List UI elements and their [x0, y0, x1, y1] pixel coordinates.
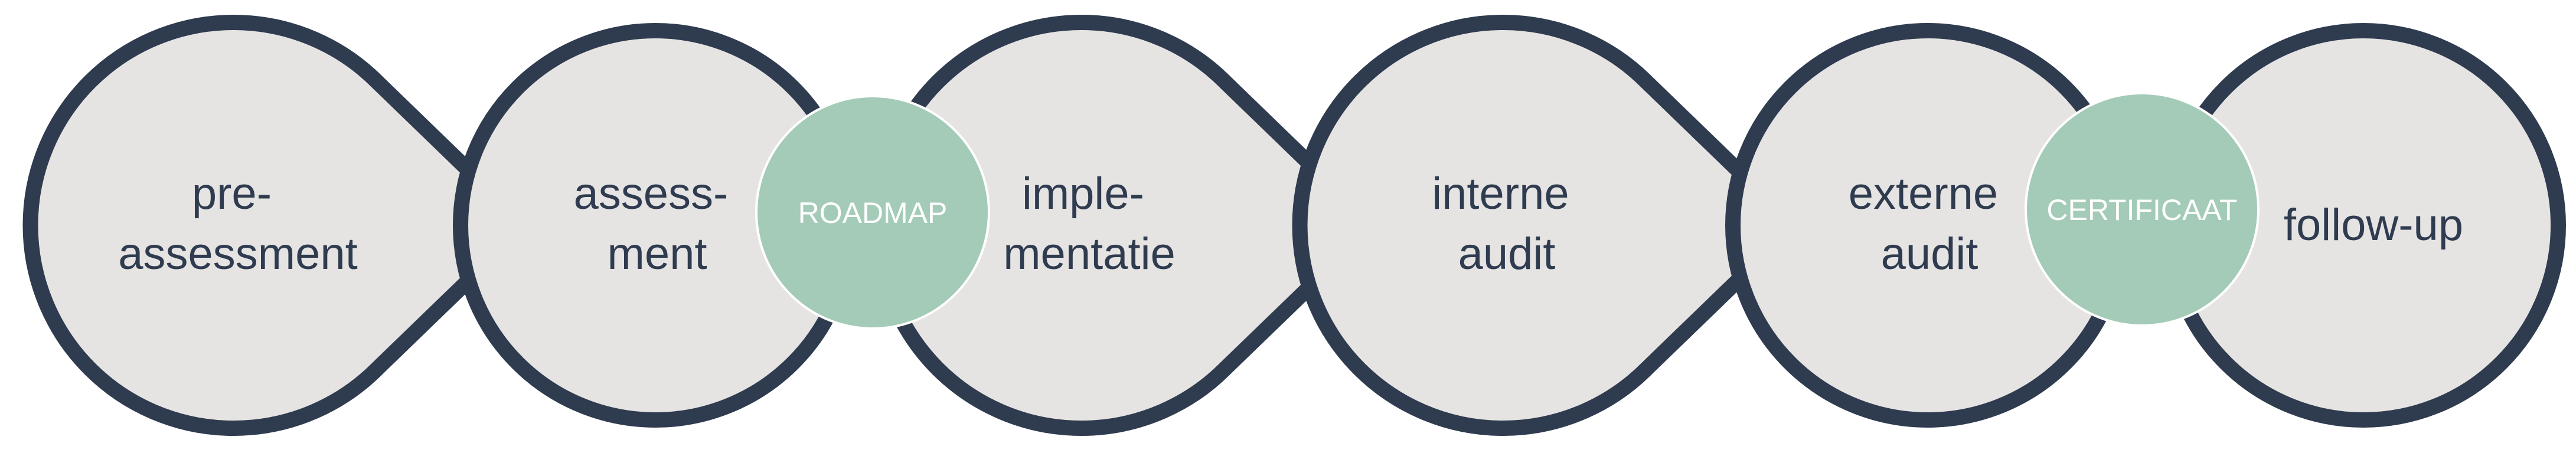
stage-label-externe-audit-line-2: audit	[1881, 229, 1978, 279]
milestone-roadmap: ROADMAP	[755, 95, 990, 330]
stage-shape-interne-audit	[1292, 15, 1806, 436]
svg-text:assess- ment: assess- ment	[574, 169, 741, 279]
stage-label-follow-up: follow-up	[2284, 200, 2463, 250]
stage-follow-up: follow-up	[2161, 23, 2566, 428]
stage-pre-assessment: pre- assessment	[22, 15, 537, 436]
milestone-label-roadmap: ROADMAP	[798, 196, 948, 229]
stage-interne-audit: interne audit	[1292, 15, 1806, 436]
stage-implementatie: imple- mentatie	[870, 15, 1385, 436]
stage-externe-audit: externe audit	[1725, 23, 2130, 428]
milestone-certificaat: CERTIFICAAT	[2025, 92, 2260, 327]
stage-label-interne-audit-line-1: interne	[1432, 169, 1569, 219]
stage-label-externe-audit-line-1: externe	[1849, 169, 1999, 219]
stage-label-assessment-line-2: ment	[608, 229, 707, 279]
stage-label-assessment-line-1: assess-	[574, 169, 729, 219]
milestone-shape-roadmap	[755, 95, 990, 330]
svg-text:follow-up: follow-up	[2284, 200, 2463, 250]
stage-label-implementatie-line-1: imple-	[1022, 169, 1144, 219]
stage-shape-pre-assessment	[22, 15, 537, 436]
milestone-shape-certificaat	[2025, 92, 2260, 327]
stage-label-pre-assessment-line-2: assessment	[118, 229, 358, 279]
stage-label-interne-audit-line-2: audit	[1458, 229, 1556, 279]
stage-label-implementatie-line-2: mentatie	[1003, 229, 1176, 279]
svg-text:interne audit: interne audit	[1432, 169, 1582, 279]
stage-assessment: assess- ment	[453, 23, 858, 428]
svg-text:pre- assessment: pre- assessment	[118, 169, 358, 279]
svg-text:imple- mentatie: imple- mentatie	[1003, 169, 1176, 279]
stage-label-pre-assessment-line-1: pre-	[192, 169, 272, 219]
svg-text:externe audit: externe audit	[1849, 169, 2011, 279]
milestone-label-certificaat: CERTIFICAAT	[2046, 193, 2237, 226]
